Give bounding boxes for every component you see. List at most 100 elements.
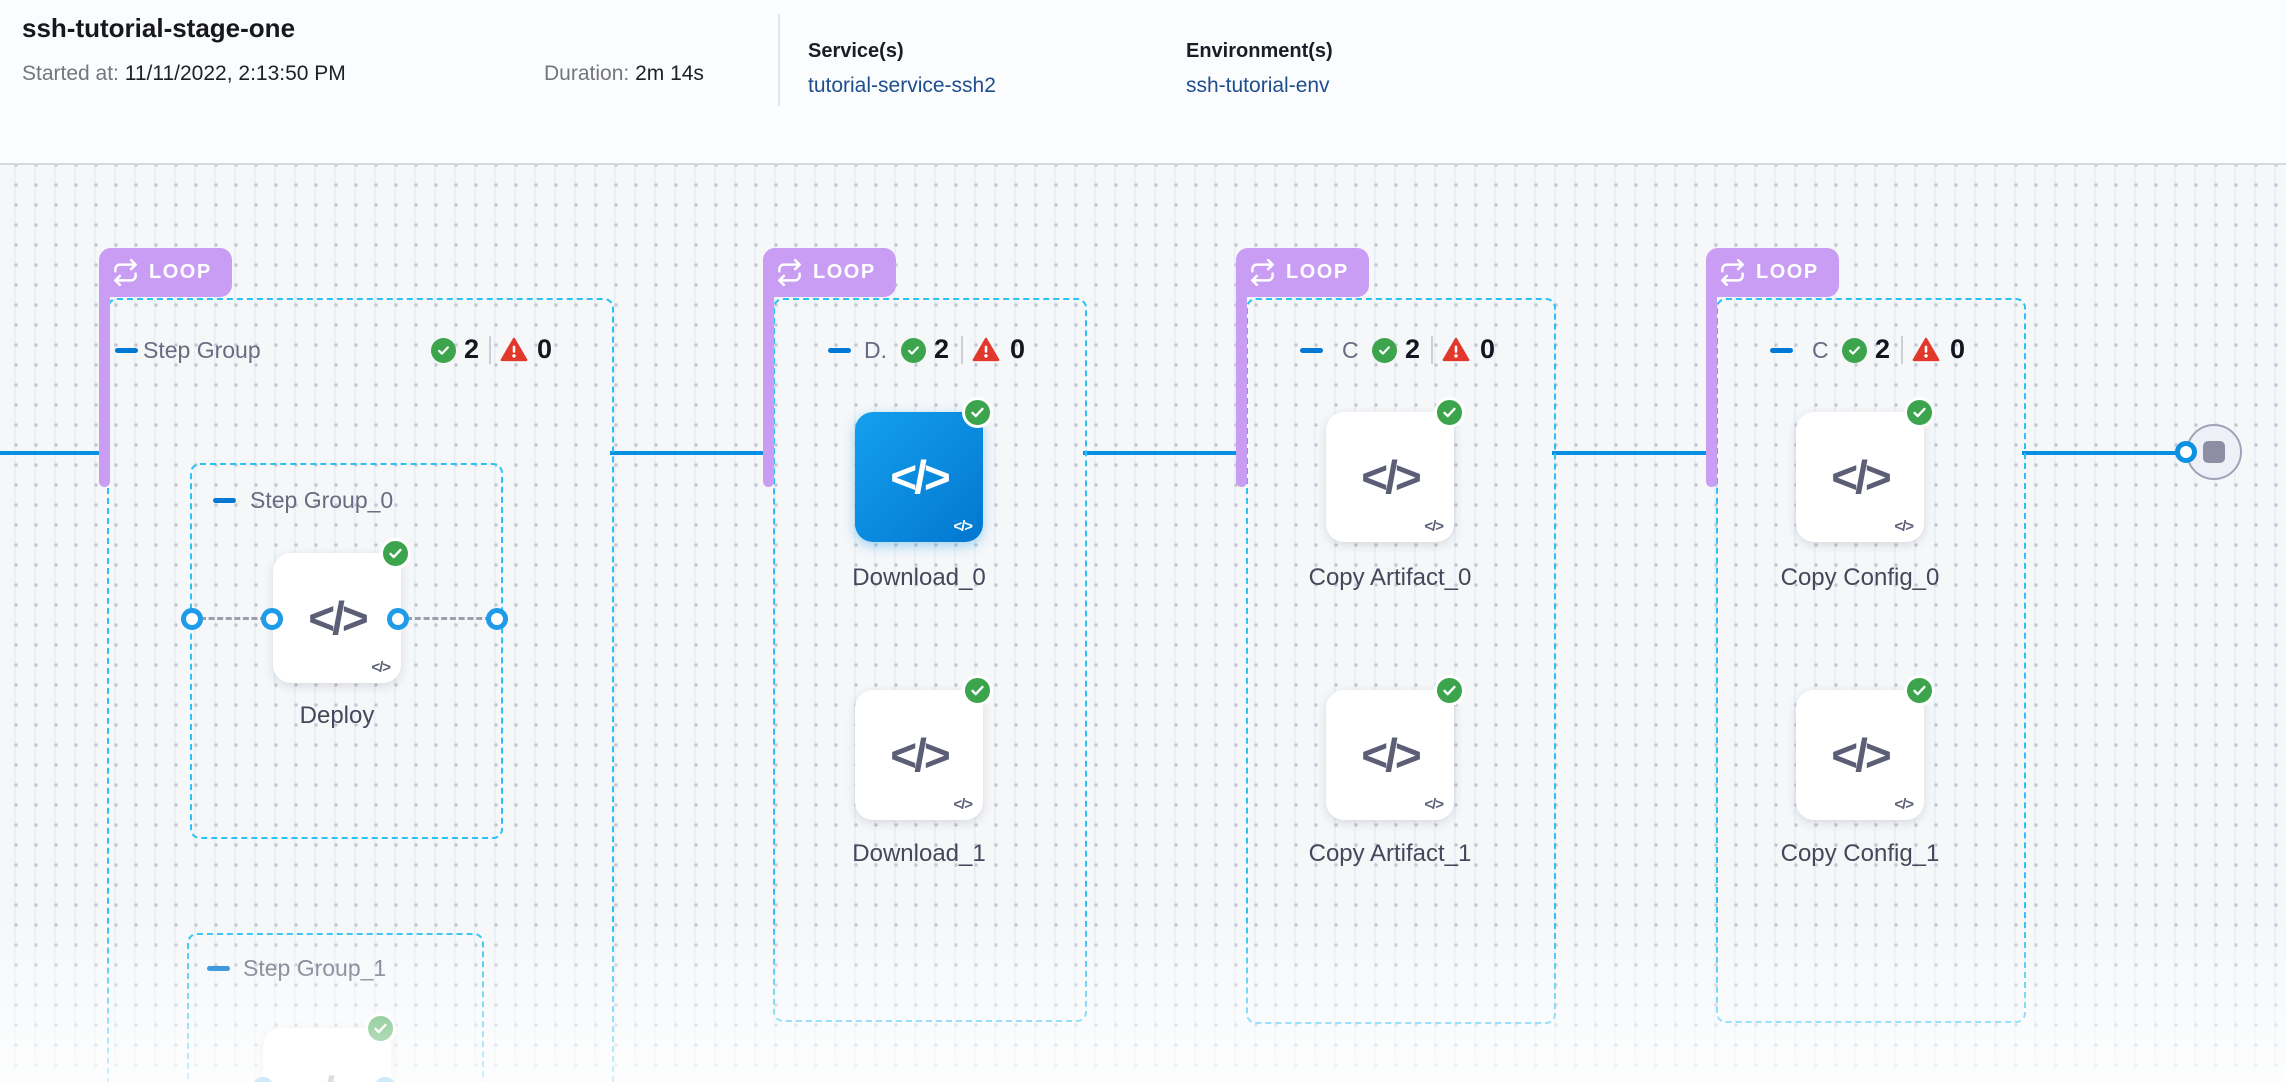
status-badge-success (962, 675, 993, 706)
code-corner-icon: </> (1424, 518, 1444, 535)
group-label: D. (864, 337, 887, 363)
status-badge-success (1434, 675, 1465, 706)
failed-count: 0 (1950, 334, 1966, 364)
step-card-deploy[interactable]: </> </> (273, 553, 401, 683)
loop-badge-label: LOOP (813, 261, 876, 283)
check-icon (1849, 346, 1860, 355)
code-corner-icon: </> (1894, 796, 1914, 813)
code-corner-icon: </> (953, 796, 973, 813)
collapse-dash-icon[interactable] (1300, 348, 1323, 353)
step-card-copy-config-1[interactable]: </> </> (1796, 690, 1924, 820)
count-divider (489, 336, 491, 364)
loop-icon (114, 259, 137, 286)
step-card-download-0[interactable]: </> </> (855, 412, 983, 542)
execution-header-bar: ssh-tutorial-stage-one Started at: 11/11… (0, 0, 2286, 165)
success-count: 2 (1875, 334, 1891, 364)
connector-dot (387, 608, 409, 630)
loop-icon (1251, 259, 1274, 286)
group-label: C (1812, 337, 1829, 363)
code-icon: </> (890, 451, 950, 503)
collapse-dash-icon[interactable] (207, 966, 230, 971)
collapse-dash-icon[interactable] (1770, 348, 1793, 353)
duration-label: Duration: (544, 62, 630, 85)
loop-strip (99, 275, 110, 487)
pipeline-line (1552, 451, 1712, 455)
status-badge-success (1904, 675, 1935, 706)
failure-icon (499, 336, 529, 364)
failure-icon (971, 336, 1001, 364)
started-at-label: Started at: (22, 62, 119, 85)
service-link[interactable]: tutorial-service-ssh2 (808, 74, 996, 97)
check-icon (908, 346, 919, 355)
code-icon: </> (890, 729, 950, 781)
collapse-dash-icon[interactable] (115, 348, 138, 353)
code-corner-icon: </> (1894, 518, 1914, 535)
count-divider (1901, 336, 1903, 364)
pipeline-canvas[interactable]: LOOP Step Group 2 0 Step Group_0 </> </>… (0, 165, 2286, 1082)
step-card-copy-config-0[interactable]: </> </> (1796, 412, 1924, 542)
code-icon: </> (298, 1066, 358, 1082)
code-corner-icon: </> (953, 518, 973, 535)
group-label: C (1342, 337, 1359, 363)
status-badge-success (1434, 397, 1465, 428)
collapse-dash-icon[interactable] (828, 348, 851, 353)
step-card-copy-artifact-1[interactable]: </> </> (1326, 690, 1454, 820)
loop-group-box-download (773, 298, 1087, 1022)
check-icon (1443, 407, 1456, 418)
step-label: Download_0 (852, 564, 986, 591)
check-icon (1379, 346, 1390, 355)
step-card-download-1[interactable]: </> </> (855, 690, 983, 820)
environment-link[interactable]: ssh-tutorial-env (1186, 74, 1330, 97)
connector-dot (181, 608, 203, 630)
count-divider (961, 336, 963, 364)
success-count: 2 (1405, 334, 1421, 364)
pipeline-line (2022, 451, 2180, 455)
failure-icon (1911, 336, 1941, 364)
failure-icon (1441, 336, 1471, 364)
services-label: Service(s) (808, 40, 904, 62)
end-node-connector-dot (2175, 441, 2197, 463)
loop-strip (763, 275, 774, 487)
check-icon (971, 685, 984, 696)
code-corner-icon: </> (1424, 796, 1444, 813)
group-label: Step Group (143, 337, 261, 363)
success-count: 2 (464, 334, 480, 364)
loop-icon (778, 259, 801, 286)
code-icon: </> (308, 592, 368, 644)
pipeline-line (0, 451, 104, 455)
loop-strip (1706, 275, 1717, 487)
connector-dot (261, 608, 283, 630)
check-icon (1913, 685, 1926, 696)
loop-badge: LOOP (1706, 248, 1839, 297)
step-label: Copy Config_0 (1780, 564, 1940, 591)
status-badge-success (1904, 397, 1935, 428)
step-label: Download_1 (852, 840, 986, 867)
pipeline-line (1083, 451, 1243, 455)
loop-icon (1721, 259, 1744, 286)
loop-strip (1236, 275, 1247, 487)
step-card-copy-artifact-0[interactable]: </> </> (1326, 412, 1454, 542)
loop-badge-label: LOOP (1286, 261, 1349, 283)
header-divider (778, 14, 780, 106)
loop-badge: LOOP (763, 248, 896, 297)
connector-dashed-line (200, 617, 266, 620)
step-label: Copy Artifact_1 (1308, 840, 1472, 867)
status-badge-success (962, 397, 993, 428)
duration: Duration: 2m 14s (544, 62, 704, 86)
started-at: Started at: 11/11/2022, 2:13:50 PM (22, 62, 346, 86)
stage-title: ssh-tutorial-stage-one (22, 13, 296, 43)
check-icon (374, 1023, 387, 1034)
code-corner-icon: </> (371, 659, 391, 676)
failed-count: 0 (537, 334, 553, 364)
failed-count: 0 (1480, 334, 1496, 364)
status-badge-success (365, 1013, 396, 1044)
step-label: Copy Artifact_0 (1308, 564, 1472, 591)
collapse-dash-icon[interactable] (213, 498, 236, 503)
code-icon: </> (1831, 729, 1891, 781)
connector-dot (486, 608, 508, 630)
stop-square-icon (2203, 441, 2225, 463)
success-badge (1372, 338, 1397, 363)
step-label: Copy Config_1 (1780, 840, 1940, 867)
check-icon (389, 548, 402, 559)
inner-group-box-step-group-0 (190, 463, 503, 839)
